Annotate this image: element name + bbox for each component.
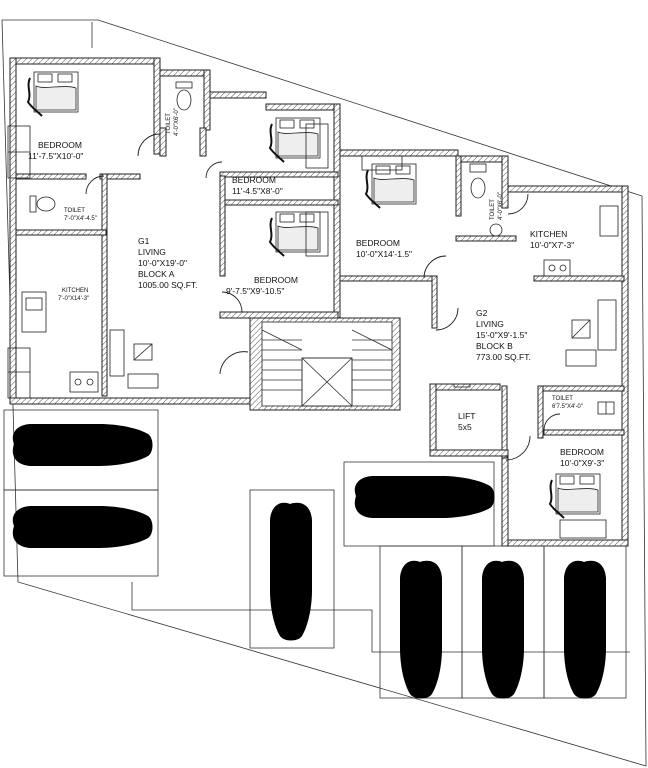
toilet-dims: 4'-0"X6'-0" <box>498 192 504 220</box>
bedroom-dims: 9'-7.5"X9'-10.5" <box>226 286 284 296</box>
car-icon <box>400 560 442 699</box>
toilet-dims: 6'7.5"X4'-0" <box>552 404 583 410</box>
wardrobe-icon <box>305 123 329 257</box>
bedroom-dims: 10'-0"X14'-1.5" <box>356 249 412 259</box>
area-label: 1005.00 SQ.FT. <box>138 280 198 290</box>
bedroom-dims: 11'-7.5"X10'-0" <box>28 151 83 161</box>
car-icon <box>564 560 606 699</box>
lift-label: LIFT <box>458 411 475 421</box>
site-boundary <box>1 19 647 767</box>
kitchen-counter <box>543 205 619 277</box>
bed-icon <box>549 473 601 519</box>
car-icon <box>12 506 153 548</box>
bed-icon <box>269 117 321 163</box>
toilet-label: TOILET <box>490 199 496 220</box>
car-icon <box>12 424 153 466</box>
toilet-label: TOILET <box>552 396 573 402</box>
staircase <box>249 317 401 411</box>
bedroom-label: BEDROOM <box>254 275 298 285</box>
toilet-dims: 7'-0"X4'-4.5" <box>64 216 97 222</box>
toilet-label: TOILET <box>166 113 172 134</box>
kitchen-label: KITCHEN <box>62 288 88 294</box>
bedroom-dims: 10'-0"X9'-3" <box>560 458 604 468</box>
bedroom-label: BEDROOM <box>38 140 82 150</box>
area-label: 773.00 SQ.FT. <box>476 352 531 362</box>
kitchen-label: KITCHEN <box>530 229 567 239</box>
kitchen-dims: 7'-0"X14'-3" <box>58 296 89 302</box>
block-label: BLOCK A <box>138 269 175 279</box>
kitchen-counter <box>21 291 99 393</box>
toilet-label: TOILET <box>64 208 85 214</box>
toilet-icon <box>29 81 193 213</box>
block-b-walls <box>339 149 629 547</box>
bed-icon <box>27 71 79 117</box>
door-swing <box>423 193 561 461</box>
block-label: BLOCK B <box>476 341 513 351</box>
bedroom-label: BEDROOM <box>560 447 604 457</box>
bedroom-label: BEDROOM <box>232 175 276 185</box>
unit-label: G2 <box>476 308 488 318</box>
bedroom-label: BEDROOM <box>356 238 400 248</box>
living-dims: 10'-0"X19'-0" <box>138 258 187 268</box>
kitchen-dims: 10'-0"X7'-3" <box>530 240 574 250</box>
bedroom-dims: 11'-4.5"X8'-0" <box>232 186 283 196</box>
wardrobe-icon <box>361 155 607 539</box>
bed-icon <box>269 211 321 257</box>
living-label: LIVING <box>138 247 166 257</box>
lift-shaft <box>429 383 509 457</box>
unit-label: G1 <box>138 236 150 246</box>
lift-dims: 5x5 <box>458 422 472 432</box>
living-label: LIVING <box>476 319 504 329</box>
block-a-walls <box>9 57 341 405</box>
car-icon <box>354 476 495 518</box>
toilet-icon <box>469 163 615 415</box>
sofa-icon <box>565 299 617 367</box>
bed-icon <box>365 163 417 209</box>
toilet-dims: 4'-0"X6'-0" <box>174 108 180 136</box>
sofa-icon <box>109 329 159 389</box>
car-icon <box>482 560 524 699</box>
door-swing <box>85 133 249 375</box>
parking-bays <box>3 409 627 699</box>
window-left <box>7 125 31 399</box>
living-dims: 15'-0"X9'-1.5" <box>476 330 527 340</box>
car-icon <box>270 502 312 641</box>
